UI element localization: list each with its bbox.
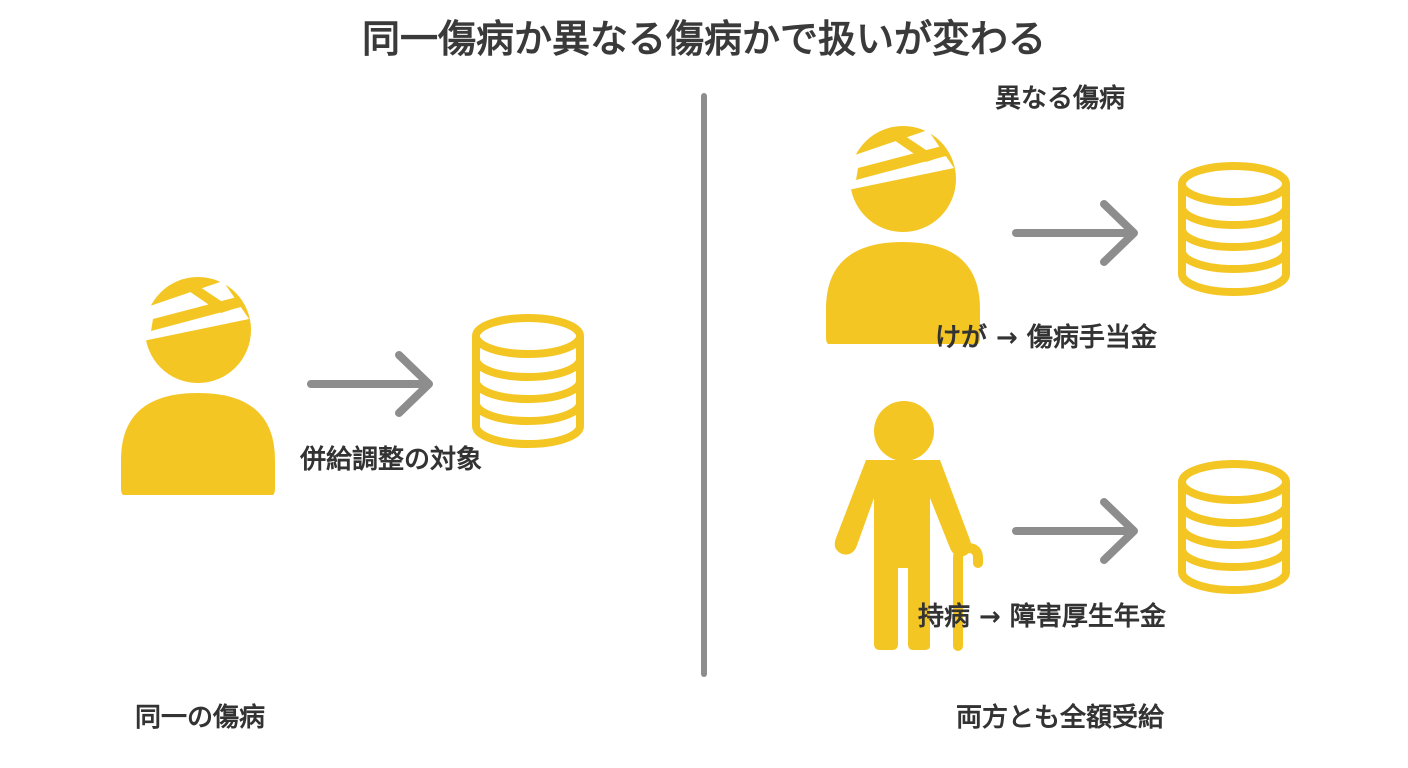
coin-stack-icon — [1174, 162, 1294, 302]
page-title: 同一傷病か異なる傷病かで扱いが変わる — [361, 17, 1046, 61]
heading-different-illness: 異なる傷病 — [994, 84, 1125, 114]
arrow-right-icon — [1012, 496, 1142, 566]
caption-injury: けが → 傷病手当金 — [935, 323, 1157, 353]
coin-stack-icon — [1174, 460, 1294, 600]
coin-stack-icon — [468, 314, 588, 454]
injured-person-icon — [818, 124, 988, 344]
elderly-person-cane-icon — [834, 401, 983, 651]
caption-same-illness: 併給調整の対象 — [300, 445, 483, 475]
caption-chronic-illness: 持病 → 障害厚生年金 — [918, 602, 1166, 632]
injured-person-icon — [113, 275, 283, 495]
arrow-right-icon — [1012, 198, 1142, 268]
arrow-right-icon — [307, 349, 437, 419]
footer-same-illness: 同一の傷病 — [134, 703, 265, 733]
footer-different-illness: 両方とも全額受給 — [955, 703, 1164, 733]
center-divider — [701, 93, 707, 677]
